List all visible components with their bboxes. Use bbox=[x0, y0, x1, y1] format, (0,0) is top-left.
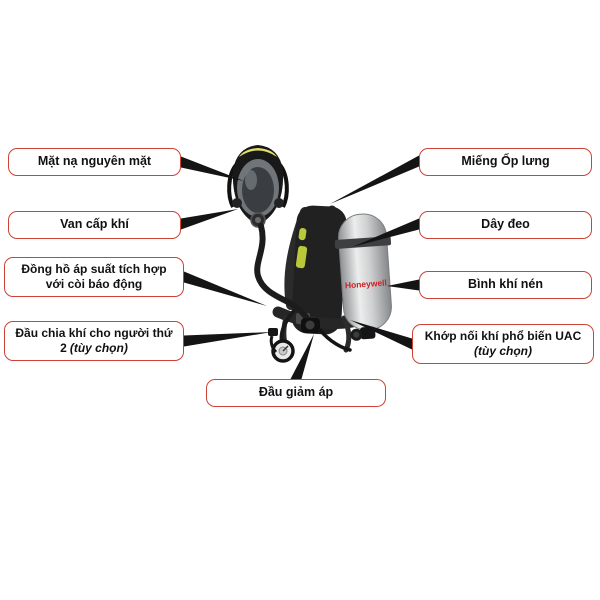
callout-splitter-optional-text: (tùy chọn) bbox=[69, 341, 128, 355]
callout-backplate-text: Miếng Ốp lưng bbox=[461, 154, 550, 169]
reducer-illustration bbox=[301, 318, 320, 333]
callout-cylinder-label: Bình khí nén bbox=[419, 271, 592, 299]
callout-backplate-label: Miếng Ốp lưng bbox=[419, 148, 592, 176]
callout-arrows bbox=[181, 155, 419, 379]
arrow-splitter bbox=[184, 332, 272, 347]
mask-illustration bbox=[227, 145, 289, 228]
callout-strap-label: Dây đeo bbox=[419, 211, 592, 239]
arrow-mask bbox=[181, 156, 244, 181]
arrow-uac bbox=[350, 320, 412, 350]
arrow-gauge bbox=[184, 271, 267, 306]
breathing-hose bbox=[254, 223, 311, 323]
backplate-illustration bbox=[291, 205, 347, 335]
callout-strap-text: Dây đeo bbox=[481, 217, 530, 232]
cylinder-brand-text: Honeywell bbox=[345, 278, 388, 291]
callout-gauge-label: Đồng hồ áp suất tích hợp với còi báo độn… bbox=[4, 257, 184, 297]
splitter-illustration bbox=[268, 328, 278, 354]
arrow-supply-valve bbox=[181, 209, 238, 230]
arrow-reducer bbox=[290, 334, 314, 379]
callout-mask-label: Mặt nạ nguyên mặt bbox=[8, 148, 181, 176]
arrow-strap bbox=[352, 218, 419, 247]
callout-supply-valve-label: Van cấp khí bbox=[8, 211, 181, 239]
callout-gauge-text: Đồng hồ áp suất tích hợp với còi báo độn… bbox=[21, 262, 167, 291]
callout-splitter-text: Đầu chia khí cho người thứ 2 bbox=[15, 326, 173, 355]
callout-uac-text: Khớp nối khí phổ biến UAC bbox=[424, 329, 582, 343]
callout-reducer-text: Đầu giảm áp bbox=[258, 385, 334, 400]
callout-reducer-label: Đầu giảm áp bbox=[206, 379, 386, 407]
lower-hose bbox=[318, 328, 352, 352]
gauge-illustration bbox=[271, 310, 295, 363]
scba-equipment-illustration: Honeywell bbox=[227, 145, 392, 363]
cylinder-illustration: Honeywell bbox=[334, 213, 392, 341]
callout-mask-text: Mặt nạ nguyên mặt bbox=[37, 154, 152, 169]
callout-supply-valve-text: Van cấp khí bbox=[60, 217, 129, 232]
callout-uac-optional-text: (tùy chọn) bbox=[474, 344, 532, 358]
callout-splitter-label: Đầu chia khí cho người thứ 2(tùy chọn) bbox=[4, 321, 184, 361]
callout-uac-label: Khớp nối khí phổ biến UAC(tùy chọn) bbox=[412, 324, 594, 364]
arrow-backplate bbox=[330, 155, 419, 204]
arrow-cylinder bbox=[387, 279, 419, 291]
callout-cylinder-text: Bình khí nén bbox=[468, 277, 543, 292]
